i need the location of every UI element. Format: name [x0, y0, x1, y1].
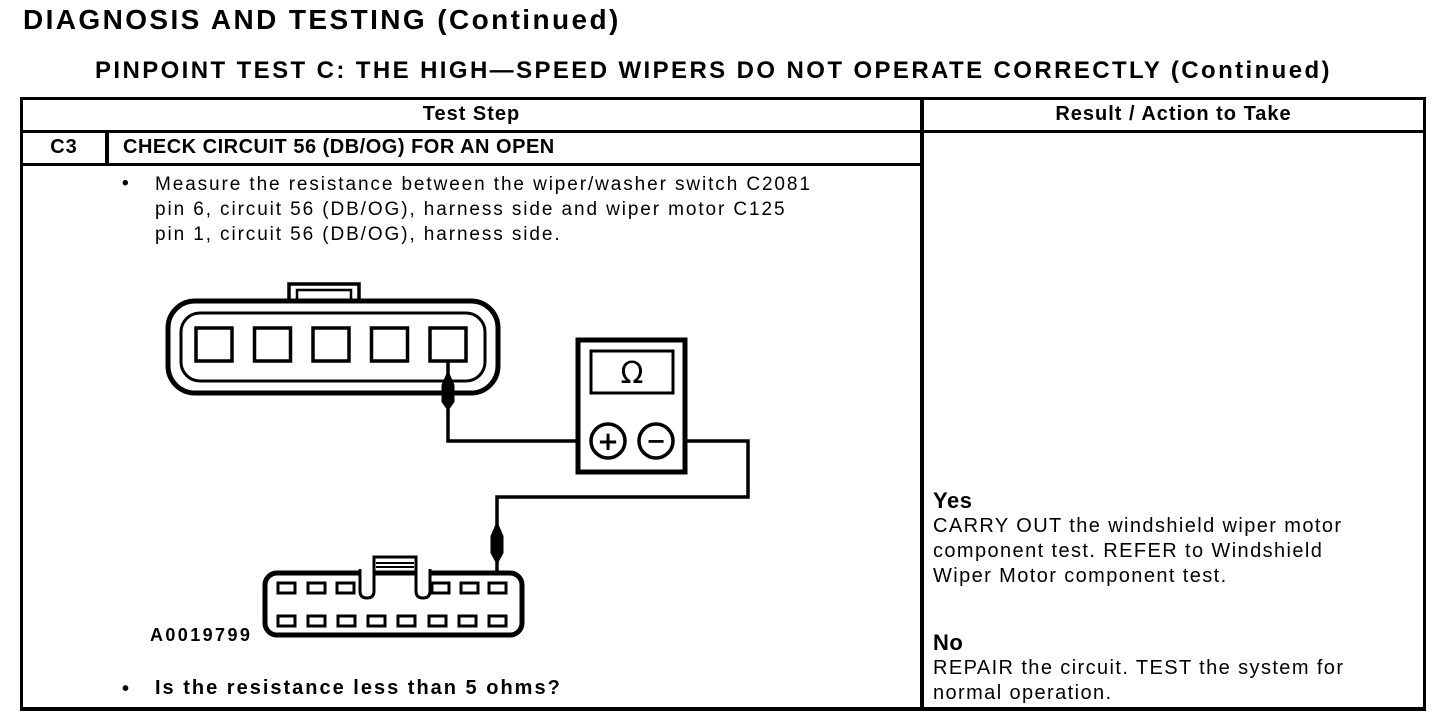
connector-body: [165, 298, 501, 396]
step-instruction: Measure the resistance between the wiper…: [155, 174, 812, 245]
step-title: CHECK CIRCUIT 56 (DB/OG) FOR AN OPEN: [123, 136, 555, 158]
column-divider: [920, 100, 924, 707]
negative-terminal-icon: [637, 422, 675, 460]
connector-body: [262, 570, 525, 638]
step-row-border: [23, 163, 920, 166]
step-id-divider: [105, 133, 109, 163]
ohm-symbol: Ω: [621, 356, 644, 391]
figure-id: A0019799: [150, 625, 253, 645]
connector-pins: [194, 326, 468, 363]
latch-slot: [414, 569, 432, 600]
positive-terminal-icon: [589, 422, 627, 460]
switch-connector-diagram: [165, 282, 501, 396]
minus-symbol: −: [646, 427, 666, 455]
step-question: Is the resistance less than 5 ohms?: [155, 677, 562, 699]
probe-tip-icon: [441, 370, 455, 411]
yes-action: CARRY OUT the windshield wiper motor com…: [933, 515, 1343, 587]
pinpoint-test-table: Test Step Result / Action to Take C3 CHE…: [20, 97, 1426, 711]
plus-symbol: +: [597, 427, 619, 457]
motor-connector-diagram: [262, 555, 525, 638]
section-subtitle: PINPOINT TEST C: THE HIGH—SPEED WIPERS D…: [95, 57, 1332, 84]
step-id-cell: C3: [50, 136, 78, 158]
column-header-test-step: Test Step: [422, 103, 521, 125]
bullet-marker: •: [122, 678, 130, 700]
result-no-block: No REPAIR the circuit. TEST the system f…: [933, 630, 1422, 706]
no-label: No: [933, 630, 964, 655]
meter-display: [589, 349, 675, 395]
column-header-result: Result / Action to Take: [1055, 103, 1292, 125]
page-title: DIAGNOSIS AND TESTING (Continued): [23, 4, 621, 35]
header-row-border: [23, 130, 1423, 133]
probe-tip-icon: [490, 521, 504, 565]
wiring-diagram: Ω + −: [140, 280, 790, 652]
ohmmeter-icon: Ω + −: [575, 337, 688, 475]
latch-slot: [358, 569, 376, 600]
result-yes-block: Yes CARRY OUT the windshield wiper motor…: [933, 488, 1422, 589]
yes-label: Yes: [933, 488, 973, 513]
no-action: REPAIR the circuit. TEST the system for …: [933, 657, 1345, 704]
connector-pins: [276, 581, 508, 628]
bullet-marker: •: [122, 173, 129, 194]
